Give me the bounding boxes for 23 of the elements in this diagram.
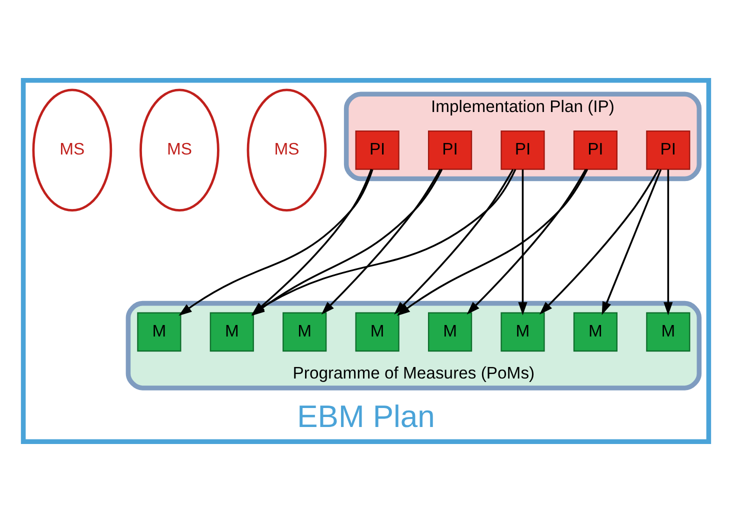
arrow <box>601 168 662 314</box>
arrow <box>663 169 672 315</box>
node-ellipse: MS <box>139 88 219 212</box>
node-box: PI <box>427 130 472 170</box>
arrow <box>539 168 659 314</box>
node-box: M <box>500 312 544 352</box>
node-box: M <box>209 312 254 352</box>
node-ellipse: MS <box>246 88 326 212</box>
arrow <box>518 169 527 315</box>
arrow <box>320 168 441 314</box>
node-ellipse: MS <box>32 88 112 212</box>
node-box: PI <box>572 130 617 170</box>
node-box: M <box>354 312 399 352</box>
node-box: PI <box>646 130 690 170</box>
node-box: M <box>136 312 181 352</box>
node-box: M <box>282 312 326 352</box>
arrow <box>466 168 586 314</box>
node-box: M <box>427 312 472 352</box>
node-box: M <box>646 312 690 352</box>
arrow <box>394 168 514 314</box>
node-box: PI <box>500 130 544 170</box>
node-box: M <box>572 312 617 352</box>
node-box: PI <box>354 130 399 170</box>
